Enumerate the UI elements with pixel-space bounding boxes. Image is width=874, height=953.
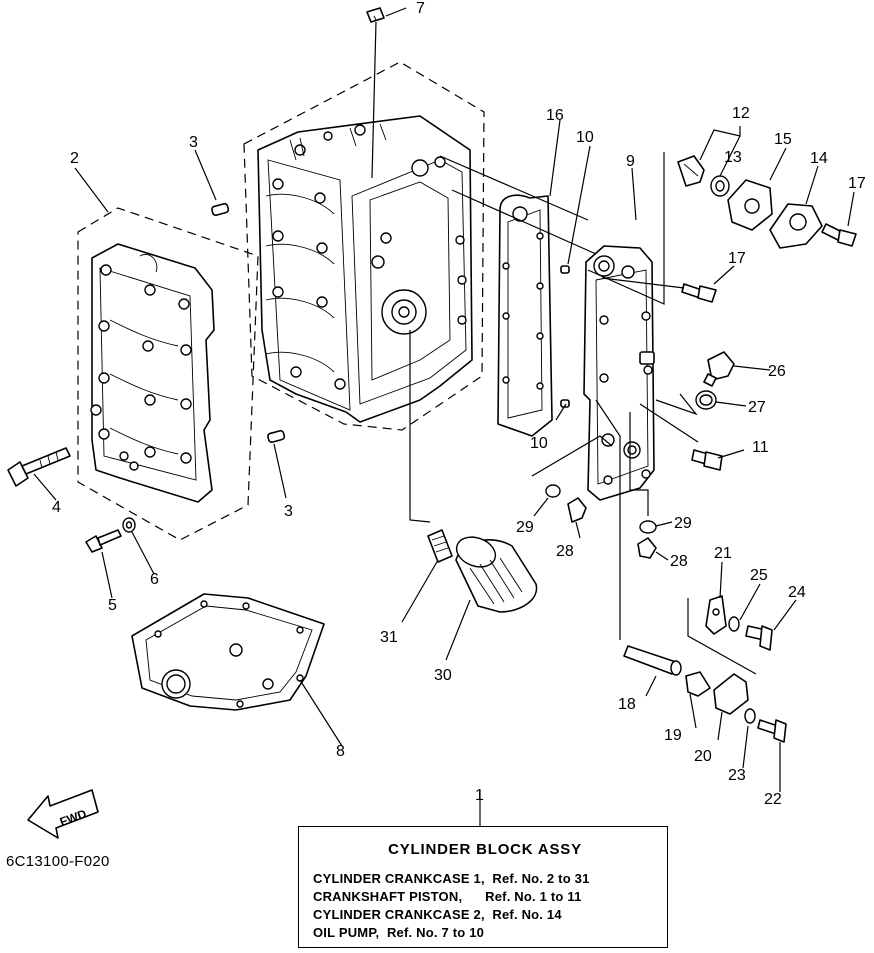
callout-27: 27 — [748, 399, 766, 416]
diagram-code: 6C13100-F020 — [6, 853, 110, 870]
washer-part-23 — [744, 708, 756, 724]
assy-title: CYLINDER BLOCK ASSY — [388, 841, 582, 858]
callout-2: 2 — [70, 150, 79, 167]
callout-7: 7 — [416, 0, 425, 17]
pipe-part-18 — [623, 645, 682, 676]
callout-26: 26 — [768, 363, 786, 380]
assy-row-name: OIL PUMP, — [313, 925, 380, 940]
assy-info-box: CYLINDER BLOCK ASSY CYLINDER CRANKCASE 1… — [298, 826, 668, 948]
gasket-part-8 — [131, 593, 325, 711]
housing-part-20 — [713, 673, 749, 715]
bolt-part-17-left — [681, 283, 717, 303]
bolt-part-4 — [7, 447, 71, 487]
pin-part-10-lower — [560, 399, 570, 408]
gasket-part-16 — [497, 194, 553, 437]
assy-row-ref: Ref. No. 14 — [492, 907, 562, 922]
callout-29-right: 29 — [674, 515, 692, 532]
callout-12: 12 — [732, 105, 750, 122]
washer-part-13 — [710, 175, 730, 197]
o-ring-part-27 — [695, 390, 717, 410]
callouts: 1 2 3 3 4 5 6 7 8 9 10 10 11 12 13 14 15… — [52, 0, 866, 808]
callout-9: 9 — [626, 153, 635, 170]
callout-1: 1 — [475, 787, 484, 804]
washer-part-29-right — [639, 520, 657, 534]
assy-row-name: CYLINDER CRANKCASE 2, — [313, 907, 485, 922]
callout-29-left: 29 — [516, 519, 534, 536]
callout-3-lower: 3 — [284, 503, 293, 520]
assy-row-3: CYLINDER CRANKCASE 2, Ref. No. 14 — [313, 906, 657, 924]
callout-22: 22 — [764, 791, 782, 808]
callout-24: 24 — [788, 584, 806, 601]
callout-16: 16 — [546, 107, 564, 124]
fwd-arrow-icon: FWD — [27, 789, 99, 839]
bolt-part-24 — [745, 625, 773, 651]
callout-18: 18 — [618, 696, 636, 713]
dowel-pin-upper — [211, 202, 230, 217]
callout-17-left: 17 — [728, 250, 746, 267]
fitting-part-26 — [703, 351, 735, 387]
gasket-part-15 — [727, 179, 773, 231]
callout-3-upper: 3 — [189, 134, 198, 151]
fitting-part-31 — [427, 529, 453, 563]
plug-part-28-right — [637, 537, 657, 559]
screw-part-7 — [366, 7, 385, 23]
assy-row-ref: Ref. No. 1 to 11 — [485, 889, 582, 904]
callout-14: 14 — [810, 150, 828, 167]
callout-30: 30 — [434, 667, 452, 684]
bolt-part-17-right — [821, 223, 857, 247]
bolt-part-22 — [757, 719, 787, 743]
callout-5: 5 — [108, 597, 117, 614]
sensor-part-11 — [691, 449, 723, 471]
callout-15: 15 — [774, 131, 792, 148]
callout-19: 19 — [664, 727, 682, 744]
callout-21: 21 — [714, 545, 732, 562]
pin-part-10-upper — [560, 265, 570, 274]
callout-25: 25 — [750, 567, 768, 584]
oil-filter-part-30 — [455, 536, 538, 613]
cover-part-14 — [769, 203, 823, 249]
callout-8: 8 — [336, 743, 345, 760]
callout-28-right: 28 — [670, 553, 688, 570]
callout-23: 23 — [728, 767, 746, 784]
callout-20: 20 — [694, 748, 712, 765]
dowel-pin-lower — [267, 429, 286, 444]
callout-28-left: 28 — [556, 543, 574, 560]
assy-row-ref: Ref. No. 7 to 10 — [386, 925, 485, 940]
washer-part-6 — [122, 517, 136, 533]
grommet-part-19 — [685, 671, 711, 697]
assy-row-2: CRANKSHAFT PISTON, Ref. No. 1 to 11 — [313, 888, 657, 906]
assy-row-name: CYLINDER CRANKCASE 1, — [313, 871, 485, 886]
callout-11: 11 — [752, 439, 769, 456]
assy-row-name: CRANKSHAFT PISTON, — [313, 889, 463, 904]
callout-17-right: 17 — [848, 175, 866, 192]
assy-row-1: CYLINDER CRANKCASE 1, Ref. No. 2 to 31 — [313, 870, 657, 888]
callout-10-lower: 10 — [530, 435, 548, 452]
callout-31: 31 — [380, 629, 398, 646]
callout-10-upper: 10 — [576, 129, 594, 146]
bracket-part-21 — [705, 595, 727, 635]
leader-lines — [33, 7, 855, 826]
plug-part-28-left — [567, 497, 587, 523]
callout-4: 4 — [52, 499, 61, 516]
crankcase-part-2 — [77, 207, 259, 541]
cylinder-block — [243, 61, 485, 431]
callout-13: 13 — [724, 149, 742, 166]
bolt-part-5 — [85, 529, 122, 553]
plug-part-12 — [677, 155, 705, 187]
callout-6: 6 — [150, 571, 159, 588]
washer-part-25 — [728, 616, 740, 632]
assy-row-ref: Ref. No. 2 to 31 — [492, 871, 590, 886]
assy-row-4: OIL PUMP, Ref. No. 7 to 10 — [313, 924, 657, 942]
washer-part-29-left — [545, 484, 561, 498]
